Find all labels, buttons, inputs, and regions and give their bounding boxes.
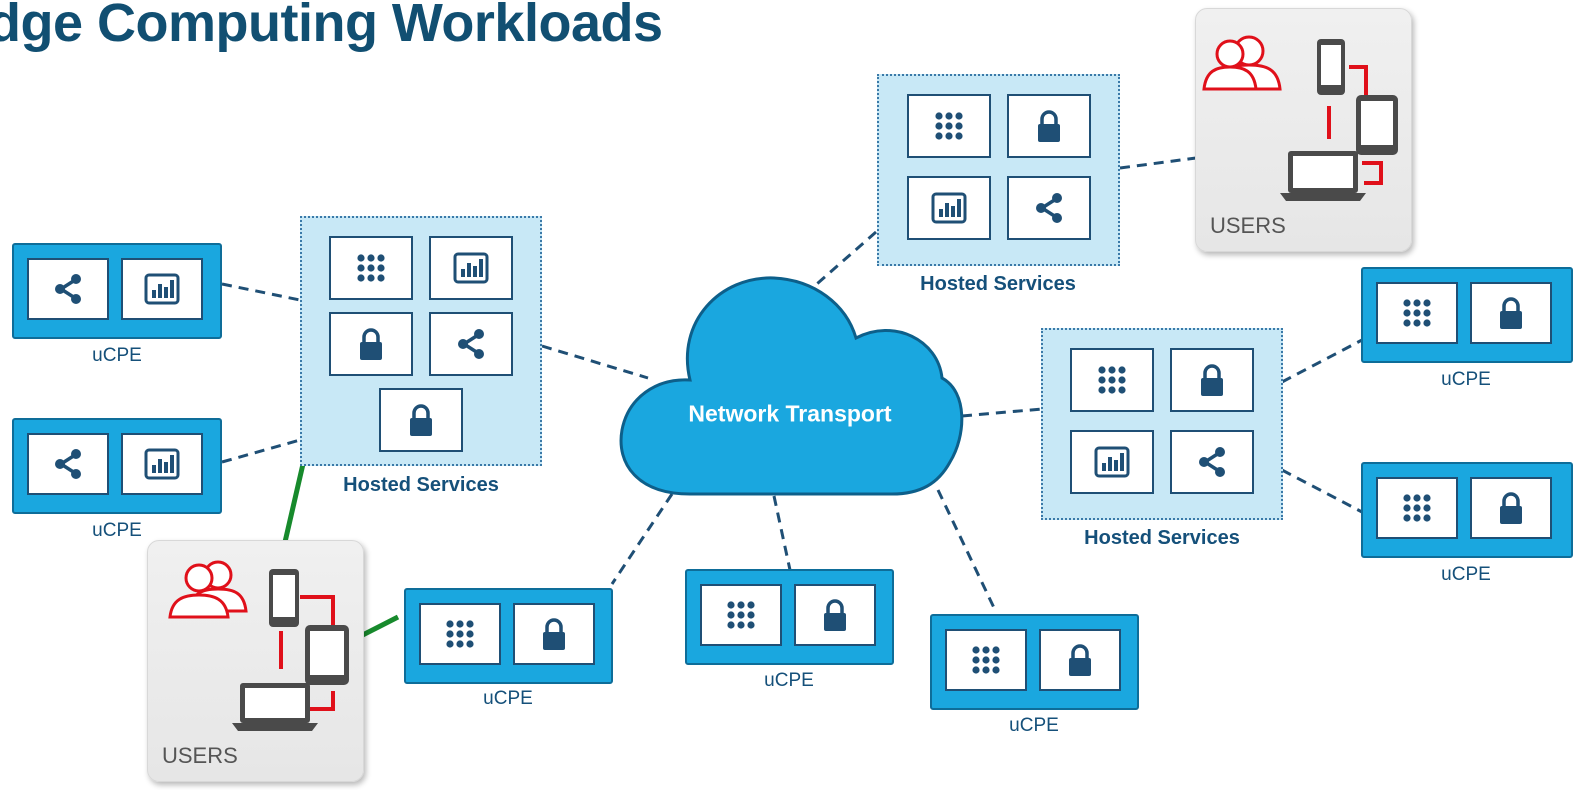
share-icon <box>27 258 109 320</box>
tablet-icon <box>1356 95 1398 155</box>
grid-icon <box>1376 477 1458 539</box>
chart-icon <box>121 433 203 495</box>
hosted-services-left-label: Hosted Services <box>343 474 499 496</box>
hosted-services-top <box>877 74 1120 266</box>
grid-icon <box>945 629 1027 691</box>
lock-icon <box>379 388 463 452</box>
chart-icon <box>429 236 513 300</box>
link-hosted-top-cloud <box>809 230 877 292</box>
users-top-right-devices <box>1202 35 1398 201</box>
users-label: USERS <box>1210 213 1286 238</box>
lock-icon <box>794 584 876 646</box>
share-icon <box>27 433 109 495</box>
lock-icon <box>1470 477 1552 539</box>
grid-icon <box>1070 348 1154 412</box>
link-ucpe-left-1-hosted <box>221 282 301 302</box>
ucpe-right-2-label: uCPE <box>1441 564 1491 585</box>
users-bottom-left: USERS <box>147 540 364 782</box>
link-cloud-ucpe-bottom-3 <box>936 489 998 613</box>
lock-icon <box>513 603 595 665</box>
link-hosted-right-ucpe-right-2 <box>1281 468 1363 514</box>
ucpe-right-1-label: uCPE <box>1441 369 1491 390</box>
lock-icon <box>1470 282 1552 344</box>
share-icon <box>1006 176 1091 240</box>
grid-icon <box>906 94 991 158</box>
hosted-services-left <box>300 216 542 466</box>
ucpe-left-2-label: uCPE <box>92 520 142 541</box>
ucpe-bottom-2-label: uCPE <box>764 670 814 691</box>
ucpe-bottom-1 <box>404 588 613 684</box>
chart-icon <box>1070 430 1154 494</box>
ucpe-left-2 <box>12 418 222 514</box>
link-hosted-right-ucpe-right-1 <box>1281 338 1363 384</box>
phone-icon <box>1317 39 1345 95</box>
hosted-services-top-label: Hosted Services <box>920 273 1076 295</box>
users-top-right: USERS <box>1195 8 1412 252</box>
ucpe-right-2 <box>1361 462 1573 558</box>
phone-icon <box>269 569 299 627</box>
hosted-services-right <box>1041 328 1283 520</box>
ucpe-left-1 <box>12 243 222 339</box>
people-icon <box>168 560 248 619</box>
lock-icon <box>329 312 413 376</box>
link-ucpe-left-2-hosted <box>221 438 301 464</box>
link-cloud-ucpe-bottom-2 <box>772 495 792 571</box>
ucpe-right-1 <box>1361 267 1573 363</box>
chart-icon <box>121 258 203 320</box>
laptop-icon <box>232 683 318 731</box>
laptop-icon <box>1280 151 1366 201</box>
hosted-services-right-label: Hosted Services <box>1084 527 1240 549</box>
lock-icon <box>1006 94 1091 158</box>
ucpe-bottom-1-label: uCPE <box>483 688 533 709</box>
ucpe-left-1-label: uCPE <box>92 345 142 366</box>
link-hosted-left-cloud <box>541 344 649 380</box>
share-icon <box>1170 430 1254 494</box>
grid-icon <box>419 603 501 665</box>
ucpe-bottom-3-label: uCPE <box>1009 715 1059 736</box>
lock-icon <box>1170 348 1254 412</box>
share-icon <box>429 312 513 376</box>
tablet-icon <box>305 625 349 685</box>
grid-icon <box>1376 282 1458 344</box>
people-icon <box>1202 35 1282 91</box>
grid-icon <box>700 584 782 646</box>
page-title: dge Computing Workloads <box>0 0 663 53</box>
link-cloud-hosted-right <box>961 407 1043 418</box>
ucpe-bottom-2 <box>685 569 894 665</box>
ucpe-bottom-3 <box>930 614 1139 710</box>
grid-icon <box>329 236 413 300</box>
chart-icon <box>906 176 991 240</box>
lock-icon <box>1039 629 1121 691</box>
link-hosted-top-users <box>1119 156 1197 170</box>
users-bottom-left-devices <box>168 560 349 731</box>
users-label: USERS <box>162 743 238 768</box>
link-cloud-ucpe-bottom-1 <box>610 493 674 585</box>
cloud-label: Network Transport <box>688 400 892 427</box>
cloud-shape <box>619 276 964 496</box>
